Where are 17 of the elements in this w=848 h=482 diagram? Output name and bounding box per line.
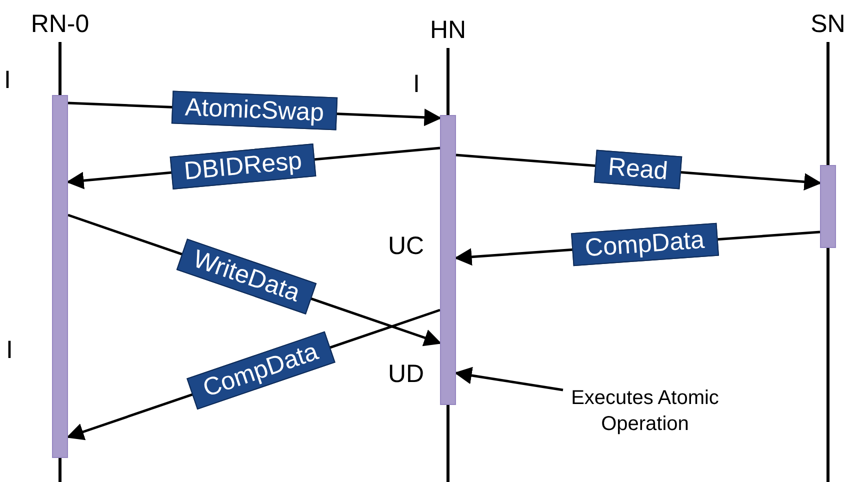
activation-bar [440,115,456,405]
activation-bar [52,95,68,458]
note-text: Executes Atomic Operation [555,385,735,441]
message-label: AtomicSwap [170,90,338,130]
message-label: Read [594,149,682,189]
lifeline-label: SN [810,10,846,39]
state-label: I [6,336,13,365]
lifeline-label: RN-0 [30,10,90,39]
message-label: CompData [571,222,719,266]
state-label: I [4,66,11,95]
lifeline-label: HN [428,16,468,45]
message-label: DBIDResp [170,143,316,189]
state-label: I [413,70,420,99]
state-label: UC [388,232,424,261]
activation-bar [820,165,836,248]
message-arrow [454,366,564,392]
state-label: UD [388,360,424,389]
